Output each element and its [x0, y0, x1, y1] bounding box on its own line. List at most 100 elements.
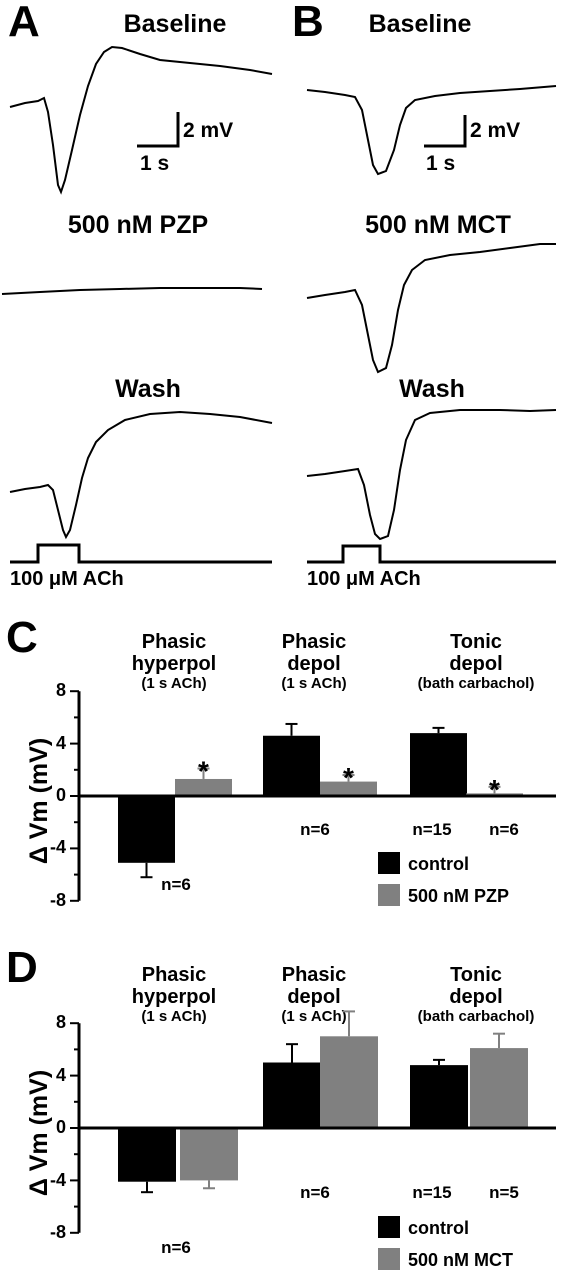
chart-d-y-tick-4: -4 — [50, 1170, 66, 1190]
chart-c-category-1-sub: (1 s ACh) — [141, 675, 206, 692]
chart-d-error-bar-2-3 — [493, 1032, 505, 1049]
chart-d-n-label-3: n=15 — [412, 1183, 451, 1202]
chart-c-sig-star-2: * — [343, 762, 354, 793]
panel-a-wash-trace — [9, 410, 273, 540]
panel-a-baseline-trace — [9, 45, 273, 195]
chart-d: D Phasic hyperpol (1 s ACh) Phasic depol… — [6, 943, 556, 1270]
chart-d-category-2-line1: Phasic — [282, 964, 346, 986]
panel-a-drug-title: 500 nM PZP — [68, 211, 208, 239]
chart-c-axes — [70, 690, 556, 902]
chart-d-y-axis-label: Δ Vm (mV) — [25, 1070, 53, 1196]
chart-c-category-3-line2: depol — [449, 653, 502, 675]
chart-d-y-tick-3: 0 — [56, 1117, 66, 1137]
chart-c-error-bar-2-3 — [488, 785, 501, 794]
panel-b-drug-trace — [306, 243, 556, 374]
chart-c-error-bar-1-2 — [285, 722, 298, 736]
chart-c-legend-swatch-control — [378, 852, 400, 874]
chart-d-y-tick-2: 4 — [56, 1065, 66, 1085]
chart-c-n-label-1: n=6 — [161, 875, 191, 894]
panel-c-letter: C — [6, 613, 38, 662]
chart-d-error-bar-1-1 — [141, 1181, 153, 1194]
panel-d-letter: D — [6, 943, 38, 992]
chart-c-error-bar-2-2 — [342, 774, 355, 782]
chart-c-category-2-line1: Phasic — [282, 631, 346, 653]
chart-c-error-bars — [140, 722, 501, 879]
chart-d-category-1-line1: Phasic — [142, 964, 206, 986]
chart-c-y-tick-5: -8 — [50, 890, 66, 910]
chart-d-category-1-sub: (1 s ACh) — [141, 1008, 206, 1025]
panel-b-wash-trace — [306, 409, 557, 541]
chart-d-category-2-sub: (1 s ACh) — [281, 1008, 346, 1025]
chart-c-legend-swatch-drug — [378, 884, 400, 906]
chart-c-n-label-4: n=6 — [489, 820, 519, 839]
chart-c-legend-label-control: control — [408, 854, 469, 874]
chart-c-category-1-line1: Phasic — [142, 631, 206, 653]
chart-d-legend: control 500 nM MCT — [378, 1216, 513, 1270]
chart-c-category-1-line2: hyperpol — [132, 653, 216, 675]
panel-b-stimulus-bar — [307, 544, 556, 564]
chart-c-y-tick-1: 8 — [56, 680, 66, 700]
chart-c-n-label-2: n=6 — [300, 820, 330, 839]
chart-c-bar-control-1 — [118, 796, 175, 863]
chart-c-category-3-sub: (bath carbachol) — [418, 675, 535, 692]
chart-d-category-3-sub: (bath carbachol) — [418, 1008, 535, 1025]
chart-d-error-bar-2-2 — [343, 1010, 355, 1037]
chart-d-error-bars — [141, 1010, 505, 1194]
chart-d-bar-500-nm-mct-3 — [470, 1048, 528, 1128]
chart-d-error-bar-1-2 — [286, 1043, 298, 1063]
chart-c-error-bar-1-3 — [432, 726, 445, 734]
chart-c-error-bar-2-1 — [197, 767, 210, 779]
panel-b-wash-title: Wash — [399, 375, 465, 403]
chart-c-sig-star-1: * — [198, 755, 209, 786]
panel-a-scalebar-y-label: 2 mV — [183, 119, 233, 142]
chart-d-n-label-2: n=6 — [300, 1183, 330, 1202]
chart-c-n-label-3: n=15 — [412, 820, 451, 839]
panel-a-stimulus-bar — [10, 543, 272, 564]
panel-b-scalebar-y-label: 2 mV — [470, 119, 520, 142]
chart-d-bar-control-3 — [410, 1065, 468, 1128]
chart-c-category-3-line1: Tonic — [450, 631, 502, 653]
chart-d-category-2-line2: depol — [287, 986, 340, 1008]
chart-c-category-2-sub: (1 s ACh) — [281, 675, 346, 692]
chart-c-error-bar-1-1 — [140, 862, 153, 879]
chart-c-y-tick-2: 4 — [56, 733, 66, 753]
chart-d-y-tick-5: -8 — [50, 1222, 66, 1242]
panel-b-baseline-title: Baseline — [369, 10, 472, 38]
panel-b-baseline-trace — [306, 85, 557, 176]
chart-c-y-tick-3: 0 — [56, 785, 66, 805]
panel-a-baseline-title: Baseline — [124, 10, 227, 38]
chart-c-bar-control-2 — [263, 735, 320, 796]
chart-d-bar-500-nm-mct-2 — [320, 1036, 378, 1128]
chart-d-category-3-line2: depol — [449, 986, 502, 1008]
chart-d-bars — [118, 1036, 528, 1182]
chart-d-category-3-line1: Tonic — [450, 964, 502, 986]
chart-c-bar-500-nm-pzp-2 — [320, 781, 377, 796]
chart-d-legend-label-drug: 500 nM MCT — [408, 1250, 513, 1270]
chart-c-category-2-line2: depol — [287, 653, 340, 675]
panel-b-scalebar-x-label: 1 s — [426, 152, 455, 175]
chart-d-error-bar-2-1 — [203, 1180, 215, 1190]
chart-c-bar-500-nm-pzp-1 — [175, 778, 232, 796]
panel-b-scalebar: 2 mV 1 s — [424, 115, 520, 175]
chart-c-legend-label-drug: 500 nM PZP — [408, 886, 509, 906]
panel-a-letter: A — [8, 0, 40, 46]
chart-c-bars — [118, 733, 523, 863]
chart-d-legend-swatch-control — [378, 1216, 400, 1238]
chart-c-sig-star-3: * — [489, 774, 500, 805]
chart-d-axes — [70, 1022, 556, 1234]
chart-c-y-tick-4: -4 — [50, 837, 66, 857]
panel-a-wash-title: Wash — [115, 375, 181, 403]
chart-d-bar-control-1 — [118, 1128, 176, 1182]
chart-c-y-axis-label: Δ Vm (mV) — [25, 738, 53, 864]
panel-a-scalebar: 2 mV 1 s — [137, 112, 233, 175]
chart-d-legend-swatch-drug — [378, 1248, 400, 1270]
chart-c-legend: control 500 nM PZP — [378, 852, 509, 906]
panel-b-drug-title: 500 nM MCT — [365, 211, 511, 239]
chart-c-bar-control-3 — [410, 733, 467, 796]
panel-a-stimulus-label: 100 μM ACh — [10, 568, 124, 590]
chart-d-n-label-1: n=6 — [161, 1238, 191, 1257]
chart-d-error-bar-1-3 — [433, 1058, 445, 1066]
panel-a-drug-trace — [1, 287, 263, 295]
chart-d-y-tick-1: 8 — [56, 1012, 66, 1032]
